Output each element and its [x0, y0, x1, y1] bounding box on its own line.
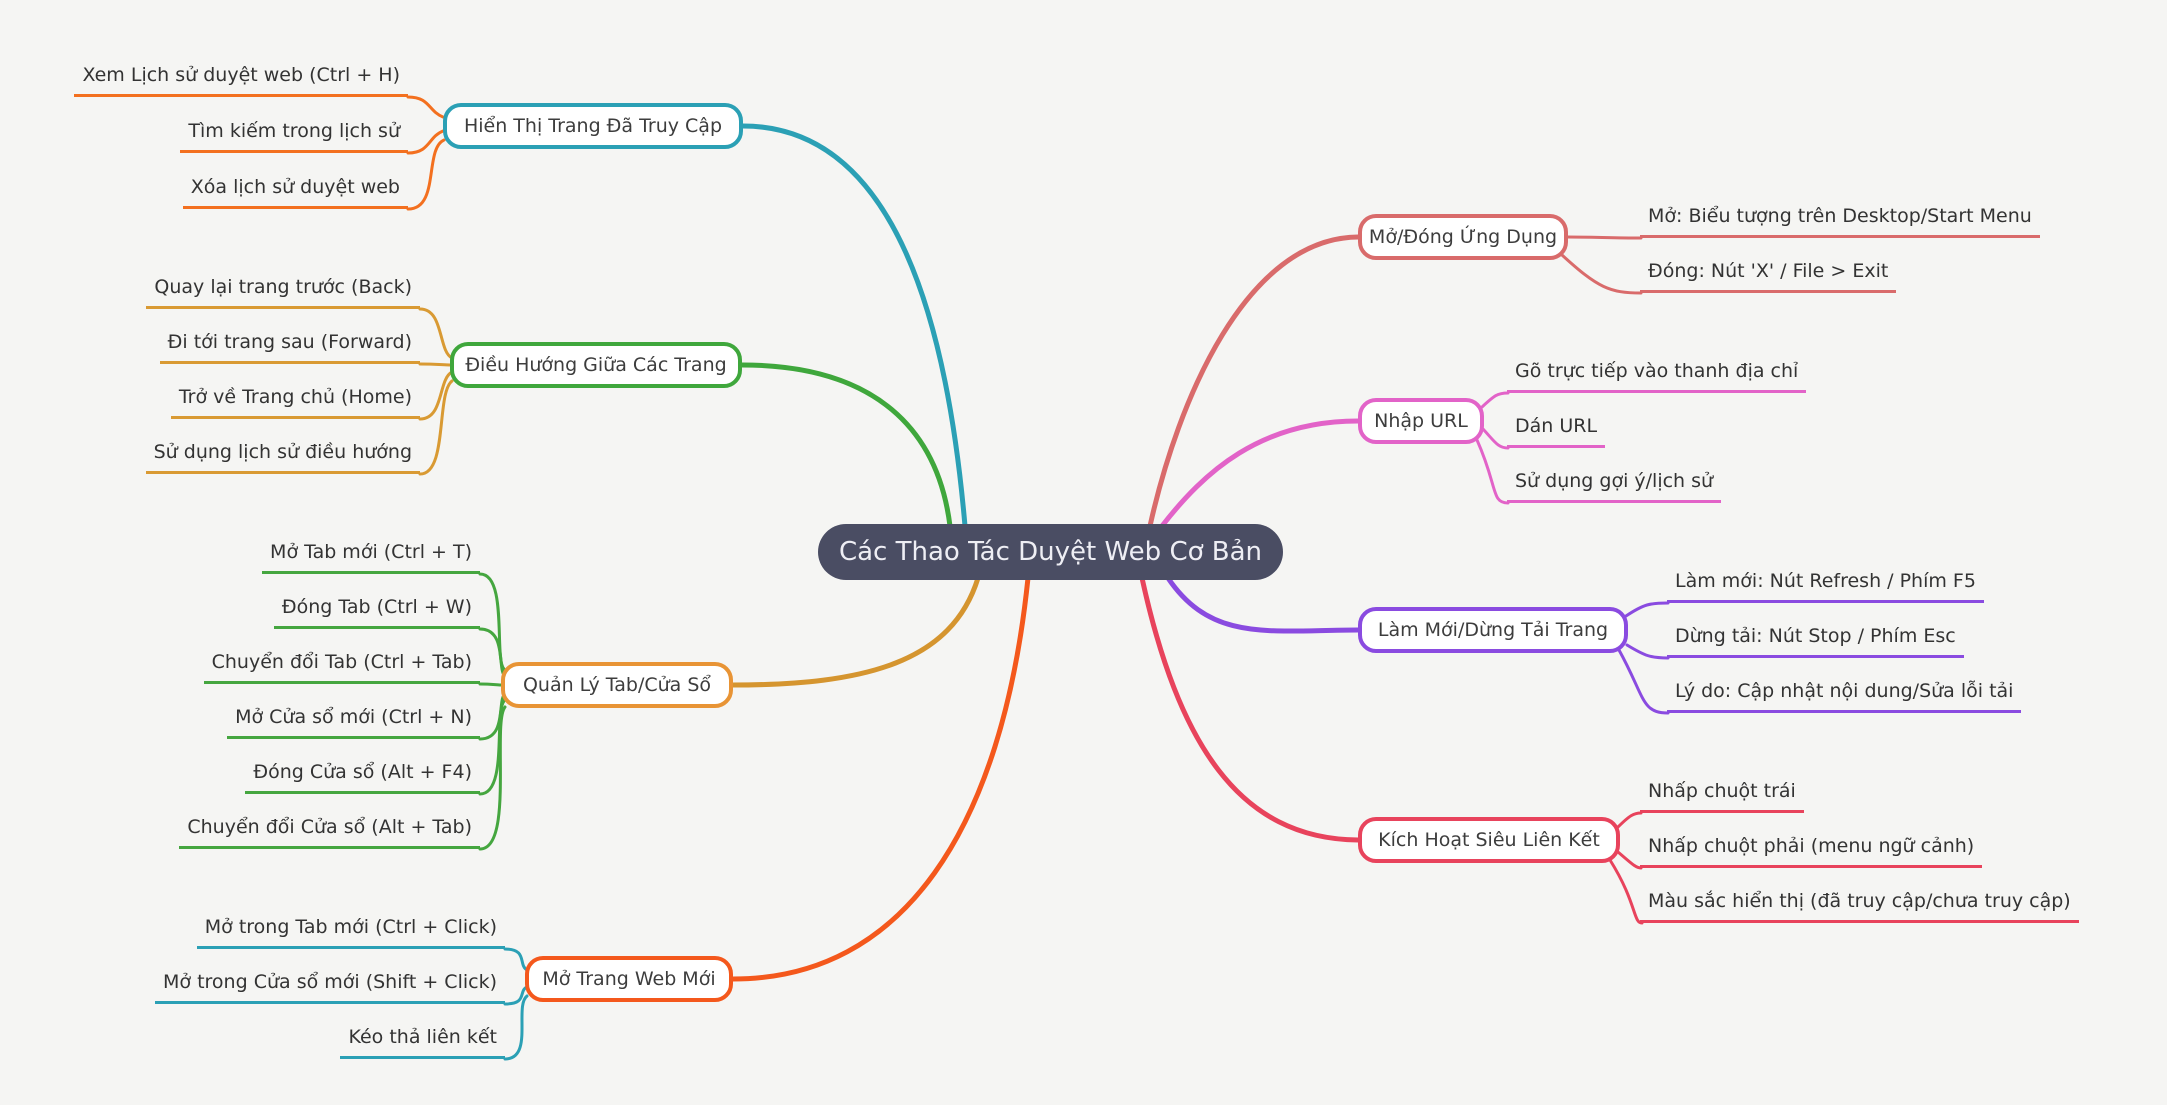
branch-link: [1159, 418, 1361, 529]
subtopic-label[interactable]: Gõ trực tiếp vào thanh địa chỉ: [1507, 359, 1807, 393]
subtopic-link: [418, 379, 454, 476]
subtopic-label[interactable]: Màu sắc hiển thị (đã truy cập/chưa truy …: [1640, 889, 2079, 923]
subtopic-label[interactable]: Đi tới trang sau (Forward): [159, 330, 420, 364]
topic-open-new-webpage[interactable]: Mở Trang Web Mới: [525, 956, 733, 1002]
subtopic-link: [406, 129, 445, 155]
branch-link: [730, 575, 1031, 982]
subtopic-label[interactable]: Mở: Biểu tượng trên Desktop/Start Menu: [1640, 204, 2040, 238]
subtopic-label[interactable]: Tìm kiếm trong lịch sử: [180, 119, 408, 153]
subtopic-link: [1475, 438, 1510, 505]
branch-link: [1165, 575, 1361, 634]
subtopic-label[interactable]: Xóa lịch sử duyệt web: [182, 175, 408, 209]
subtopic-link: [1481, 427, 1510, 450]
branch-link: [1139, 575, 1361, 843]
subtopic-link: [1560, 253, 1643, 295]
subtopic-label[interactable]: Xem Lịch sử duyệt web (Ctrl + H): [74, 63, 408, 97]
subtopic-link: [1615, 811, 1643, 830]
central-topic[interactable]: Các Thao Tác Duyệt Web Cơ Bản: [818, 524, 1283, 580]
subtopic-label[interactable]: Mở trong Tab mới (Ctrl + Click): [196, 915, 505, 949]
subtopic-label[interactable]: Chuyển đổi Tab (Ctrl + Tab): [203, 650, 480, 684]
subtopic-link: [1625, 643, 1670, 660]
subtopic-link: [418, 307, 454, 360]
subtopic-link: [478, 705, 507, 851]
subtopic-label[interactable]: Mở Cửa sổ mới (Ctrl + N): [227, 705, 480, 739]
subtopic-label[interactable]: Sử dụng gợi ý/lịch sử: [1507, 469, 1722, 503]
subtopic-label[interactable]: Kéo thả liên kết: [340, 1025, 505, 1059]
subtopic-link: [478, 699, 506, 796]
subtopic-label[interactable]: Quay lại trang trước (Back): [146, 275, 420, 309]
branch-link: [1147, 234, 1361, 529]
topic-enter-url[interactable]: Nhập URL: [1358, 398, 1484, 444]
subtopic-link: [1566, 235, 1643, 240]
subtopic-link: [418, 362, 452, 367]
subtopic-label[interactable]: Dán URL: [1507, 414, 1606, 448]
subtopic-label[interactable]: Làm mới: Nút Refresh / Phím F5: [1667, 569, 1984, 603]
subtopic-label[interactable]: Mở trong Cửa sổ mới (Shift + Click): [155, 970, 505, 1004]
subtopic-label[interactable]: Đóng Cửa sổ (Alt + F4): [245, 760, 480, 794]
subtopic-label[interactable]: Sử dụng lịch sử điều hướng: [145, 440, 420, 474]
branch-link: [740, 123, 968, 529]
subtopic-link: [1480, 391, 1510, 409]
topic-activate-hyperlink[interactable]: Kích Hoạt Siêu Liên Kết: [1358, 817, 1620, 863]
subtopic-link: [1617, 648, 1670, 715]
subtopic-label[interactable]: Lý do: Cập nhật nội dung/Sửa lỗi tải: [1667, 679, 2022, 713]
subtopic-label[interactable]: Đóng Tab (Ctrl + W): [273, 595, 480, 629]
subtopic-label[interactable]: Mở Tab mới (Ctrl + T): [262, 540, 480, 574]
topic-open-close-app[interactable]: Mở/Đóng Ứng Dụng: [1358, 214, 1568, 260]
subtopic-label[interactable]: Trở về Trang chủ (Home): [170, 385, 420, 419]
topic-show-visited-pages[interactable]: Hiển Thị Trang Đã Truy Cập: [443, 103, 743, 149]
subtopic-link: [1616, 850, 1643, 870]
subtopic-label[interactable]: Dừng tải: Nút Stop / Phím Esc: [1667, 624, 1964, 658]
subtopic-link: [406, 95, 445, 119]
branch-link: [730, 575, 981, 688]
subtopic-link: [503, 947, 529, 972]
subtopic-label[interactable]: Nhấp chuột phải (menu ngữ cảnh): [1640, 834, 1983, 868]
subtopic-link: [1624, 601, 1670, 618]
topic-manage-tabs-windows[interactable]: Quản Lý Tab/Cửa Sổ: [501, 662, 733, 708]
topic-navigate-between-pages[interactable]: Điều Hướng Giữa Các Trang: [450, 342, 742, 388]
subtopic-link: [478, 682, 503, 687]
subtopic-link: [503, 994, 529, 1061]
subtopic-label[interactable]: Đóng: Nút 'X' / File > Exit: [1640, 259, 1897, 293]
branch-link: [739, 362, 953, 529]
subtopic-link: [1608, 858, 1644, 925]
subtopic-label[interactable]: Nhấp chuột trái: [1640, 779, 1804, 813]
subtopic-link: [418, 370, 454, 421]
subtopic-label[interactable]: Chuyển đổi Cửa sổ (Alt + Tab): [179, 815, 480, 849]
topic-refresh-stop-loading[interactable]: Làm Mới/Dừng Tải Trang: [1358, 607, 1628, 653]
subtopic-link: [406, 138, 446, 211]
